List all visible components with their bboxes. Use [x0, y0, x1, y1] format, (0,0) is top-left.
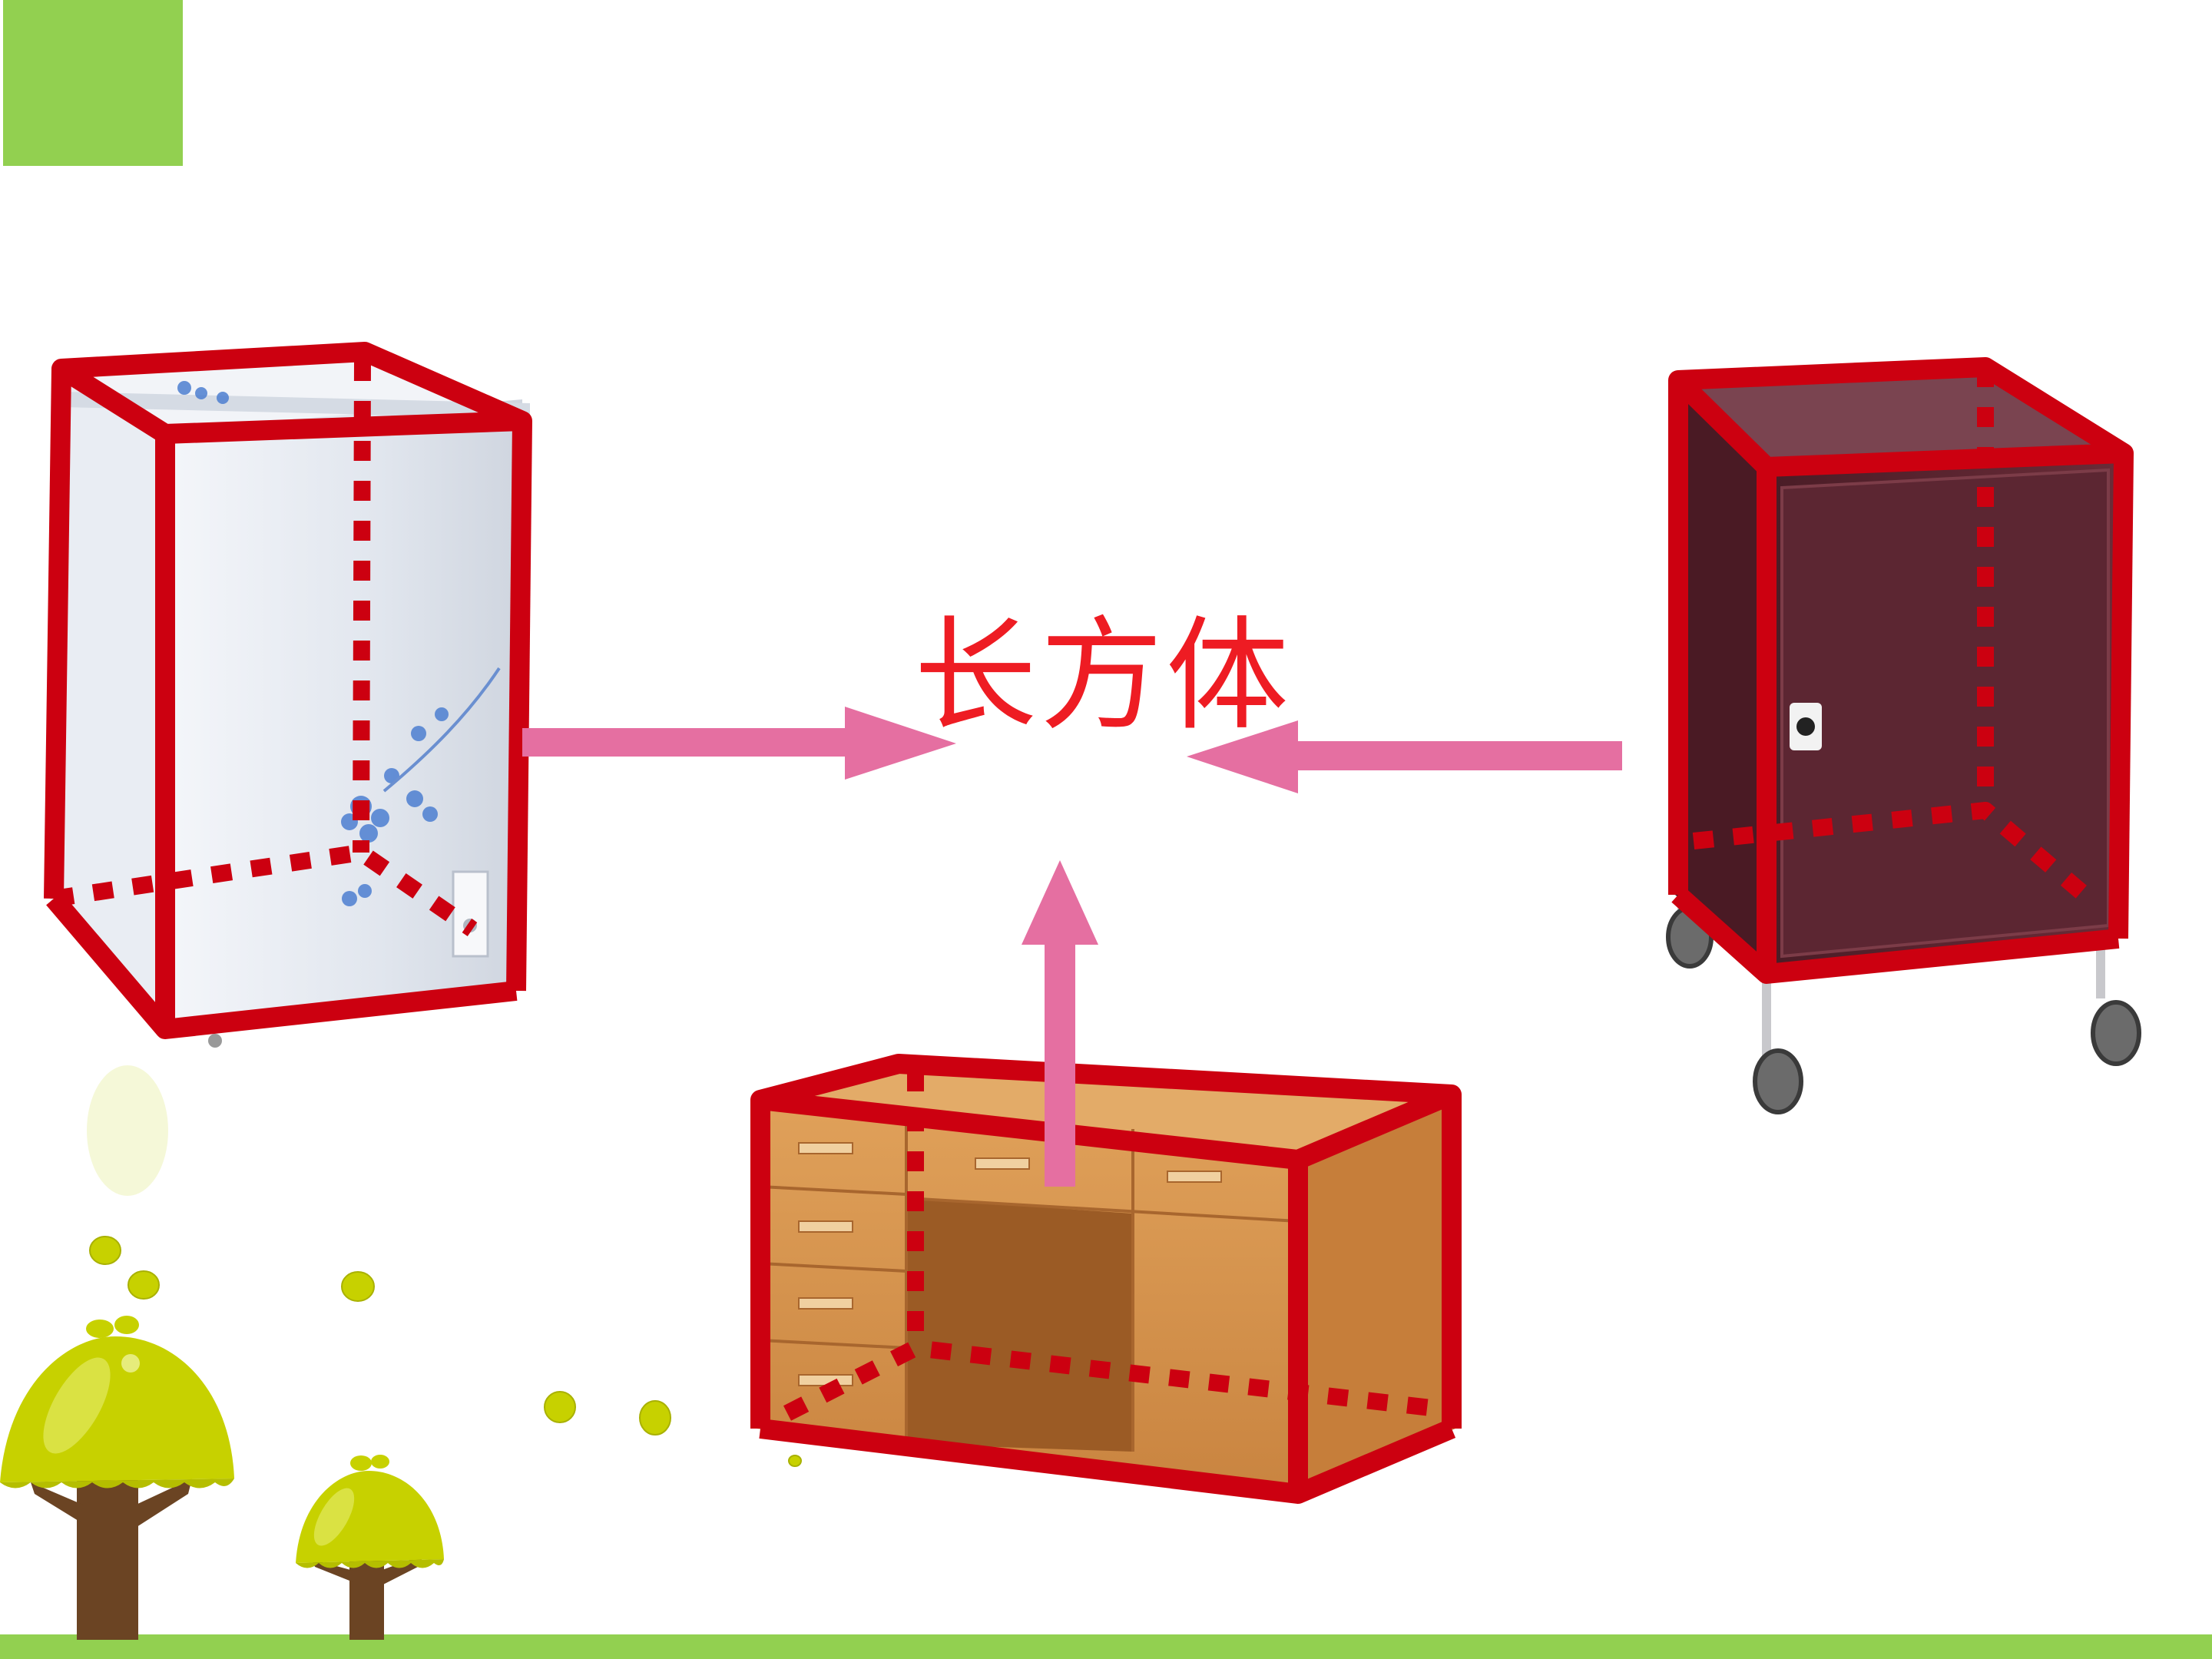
arrow-from-freezer [522, 707, 956, 780]
desk-illustration [757, 1060, 1455, 1494]
cabinet-wireframe [1668, 357, 2134, 984]
freezer-wireframe [44, 342, 532, 1039]
tree-large [0, 1316, 234, 1640]
tree-small [296, 1455, 444, 1640]
shape-label: 长方体 [914, 604, 1293, 747]
floating-dots [89, 1236, 802, 1467]
chest-freezer-illustration [50, 349, 530, 1048]
arrow-from-desk [1022, 860, 1098, 1187]
wheeled-cabinet-illustration [1666, 361, 2141, 1114]
corner-square [3, 0, 183, 166]
arrow-from-cabinet [1187, 720, 1622, 793]
desk-wireframe [750, 1054, 1462, 1504]
decorative-egg [87, 1065, 168, 1196]
ground-bar [0, 1634, 2212, 1659]
